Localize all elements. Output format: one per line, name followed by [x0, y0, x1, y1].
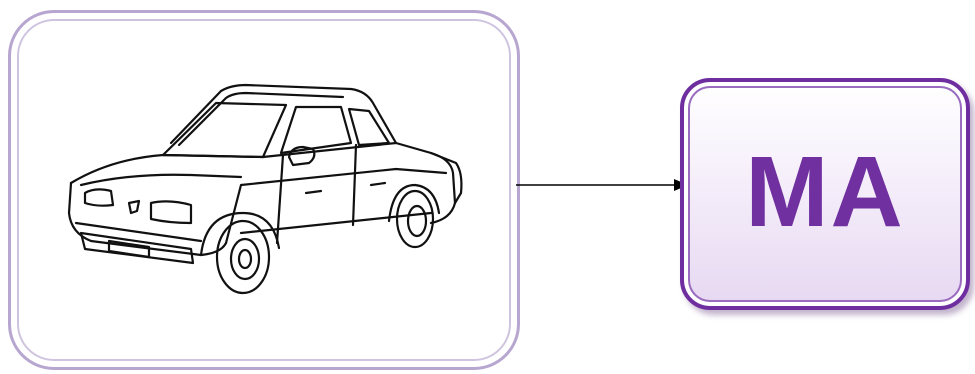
car-image-box [8, 10, 520, 370]
car-icon [51, 73, 471, 303]
connector-arrow [516, 170, 692, 200]
label-box: MA [680, 78, 970, 310]
label-text: MA [745, 142, 905, 242]
